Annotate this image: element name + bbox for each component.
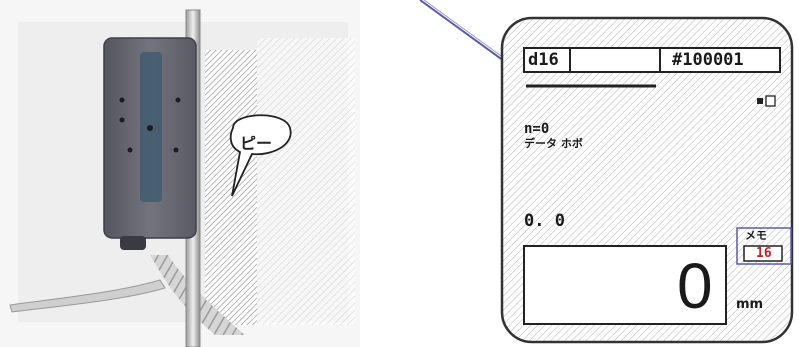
header-box (523, 47, 781, 73)
status-text: データ ホボ (524, 137, 583, 150)
memo-box (736, 227, 792, 265)
memo-label: メモ (745, 229, 767, 242)
bubble-text: ピー (240, 134, 273, 153)
main-value-box (523, 245, 727, 325)
id-label: d16 (528, 50, 559, 70)
serial-number: #100001 (672, 50, 744, 70)
lcd-display (500, 16, 794, 344)
device-photo (0, 0, 360, 347)
memo-value: 16 (756, 246, 772, 261)
measurement-value: 0. 0 (524, 211, 565, 231)
speech-bubble (229, 114, 292, 197)
count-text: n=0 (524, 121, 550, 137)
memo-value-box (743, 245, 783, 262)
unit-label: mm (736, 297, 764, 312)
main-value: 0 (677, 250, 713, 322)
wall-hatch (205, 50, 257, 325)
battery-icon (757, 95, 776, 107)
